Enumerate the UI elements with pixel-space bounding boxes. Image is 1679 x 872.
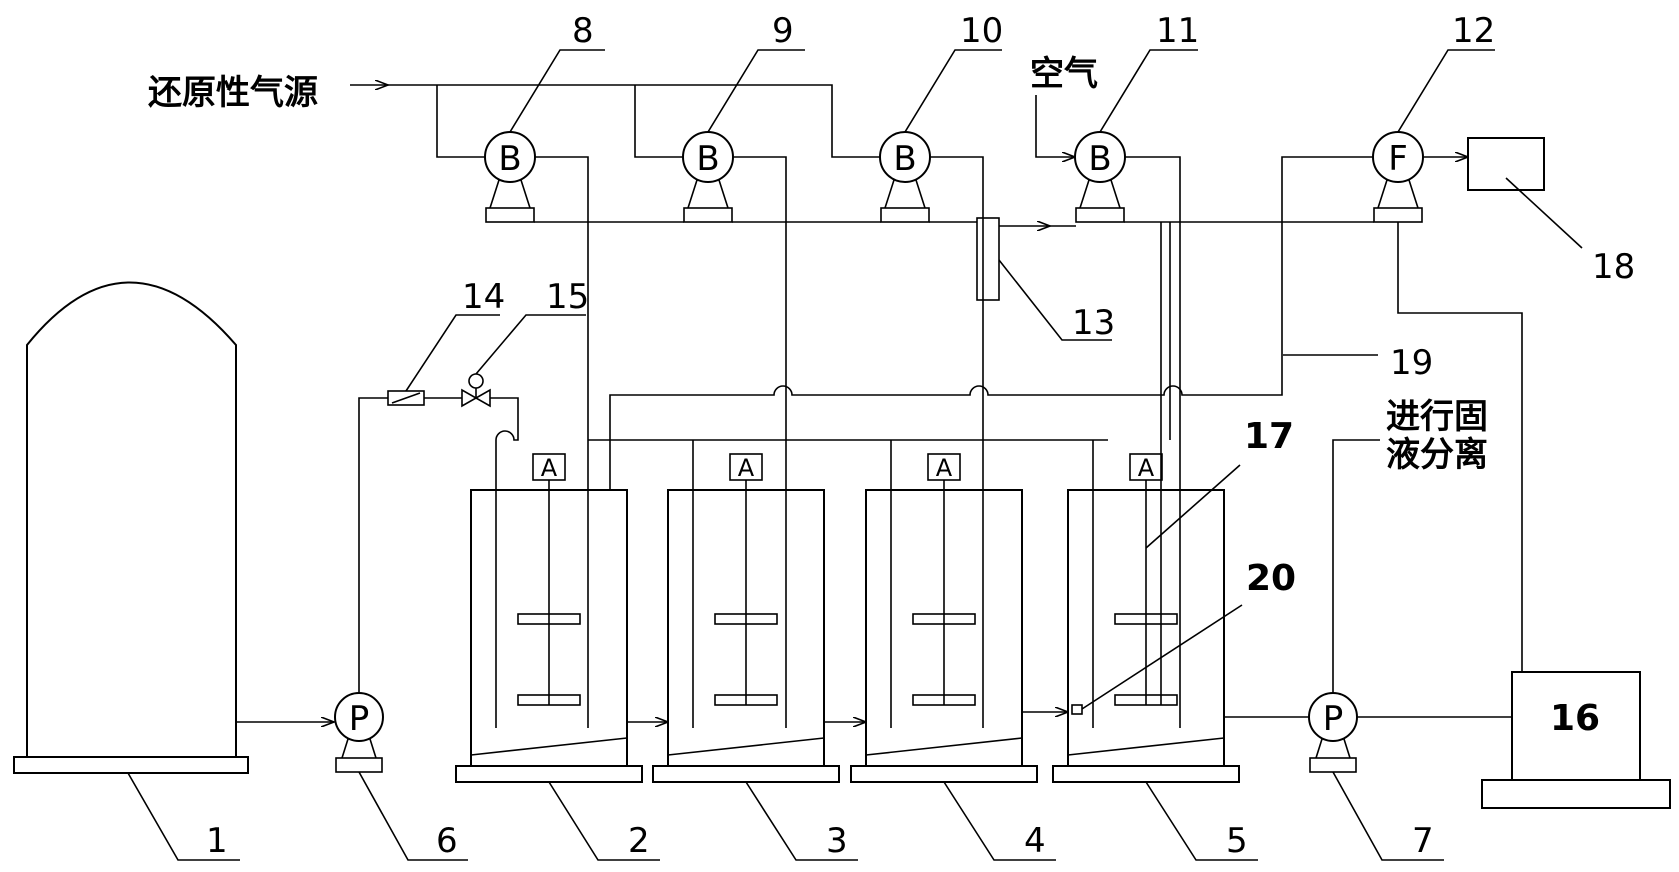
number-20: 20 (1246, 558, 1296, 599)
regulating-valve-15 (461, 373, 491, 408)
number-14: 14 (462, 277, 505, 317)
reducing-gas-header-pipe (388, 84, 880, 158)
fan-12-symbol: F (1388, 139, 1408, 179)
number-15: 15 (546, 277, 589, 317)
number-7: 7 (1412, 821, 1434, 861)
number-19: 19 (1390, 343, 1433, 383)
exhaust-header-19 (609, 156, 1373, 490)
blower-9-symbol: B (696, 139, 719, 179)
number-9: 9 (772, 11, 794, 51)
motor-5-symbol: A (1138, 454, 1155, 482)
pump-7-symbol: P (1323, 699, 1344, 739)
sensor-20 (1071, 704, 1083, 715)
number-3: 3 (826, 821, 848, 861)
air-inlet-line (1035, 95, 1075, 157)
motor-4-symbol: A (936, 454, 953, 482)
reactor-3 (652, 440, 840, 783)
number-12: 12 (1452, 11, 1495, 51)
feed-line-to-reactor-2 (490, 397, 519, 490)
number-16: 16 (1550, 698, 1600, 739)
blower-10: B (879, 131, 984, 440)
number-13: 13 (1072, 303, 1115, 343)
agitator-motor-3: A (729, 453, 763, 482)
blower-9: B (682, 131, 787, 440)
number-18: 18 (1592, 247, 1635, 287)
agitator-motor-5: A (1129, 453, 1163, 482)
reducing-gas-source-label: 还原性气源 (148, 73, 318, 113)
solid-liquid-separation-label-1: 进行固 (1386, 397, 1488, 437)
feed-line (358, 397, 388, 693)
reactor-4 (850, 440, 1038, 783)
reactor-5 (1052, 440, 1240, 783)
blower-8: B (484, 131, 589, 440)
number-5: 5 (1226, 821, 1248, 861)
reactor-2 (455, 440, 643, 783)
storage-tank-1-base (13, 756, 249, 774)
gas-branch-blower-9 (634, 85, 683, 158)
number-2: 2 (628, 821, 650, 861)
number-10: 10 (960, 11, 1003, 51)
motor-3-symbol: A (738, 454, 755, 482)
number-11: 11 (1156, 11, 1199, 51)
number-1: 1 (206, 821, 228, 861)
motor-2-symbol: A (541, 454, 558, 482)
air-label: 空气 (1030, 54, 1098, 94)
agitator-motor-2: A (532, 453, 566, 482)
exhaust-fan-12: F (1372, 131, 1424, 223)
blower-11: B (1074, 131, 1181, 440)
solid-liquid-separation-label-2: 液分离 (1386, 435, 1488, 475)
blower-8-symbol: B (498, 139, 521, 179)
agitator-motor-4: A (927, 453, 961, 482)
storage-tank-1 (26, 281, 237, 757)
return-line-16 (1397, 222, 1523, 672)
gas-branch-blower-8 (436, 85, 485, 158)
pump-6-symbol: P (349, 699, 370, 739)
blower-10-symbol: B (893, 139, 916, 179)
flowmeter-13 (976, 217, 1000, 301)
check-valve-14 (387, 390, 425, 406)
discharge-pump-7: P (1308, 692, 1358, 773)
leader-lines (127, 49, 1583, 861)
number-17: 17 (1244, 416, 1294, 457)
feed-pump-6: P (334, 692, 384, 773)
number-8: 8 (572, 11, 594, 51)
number-6: 6 (436, 821, 458, 861)
number-4: 4 (1024, 821, 1046, 861)
blower-base-line-right (1050, 221, 1374, 227)
equipment-18 (1467, 137, 1545, 191)
blower-11-symbol: B (1088, 139, 1111, 179)
to-solid-liquid-separation-line (1332, 439, 1380, 693)
equipment-16-base (1481, 779, 1671, 809)
